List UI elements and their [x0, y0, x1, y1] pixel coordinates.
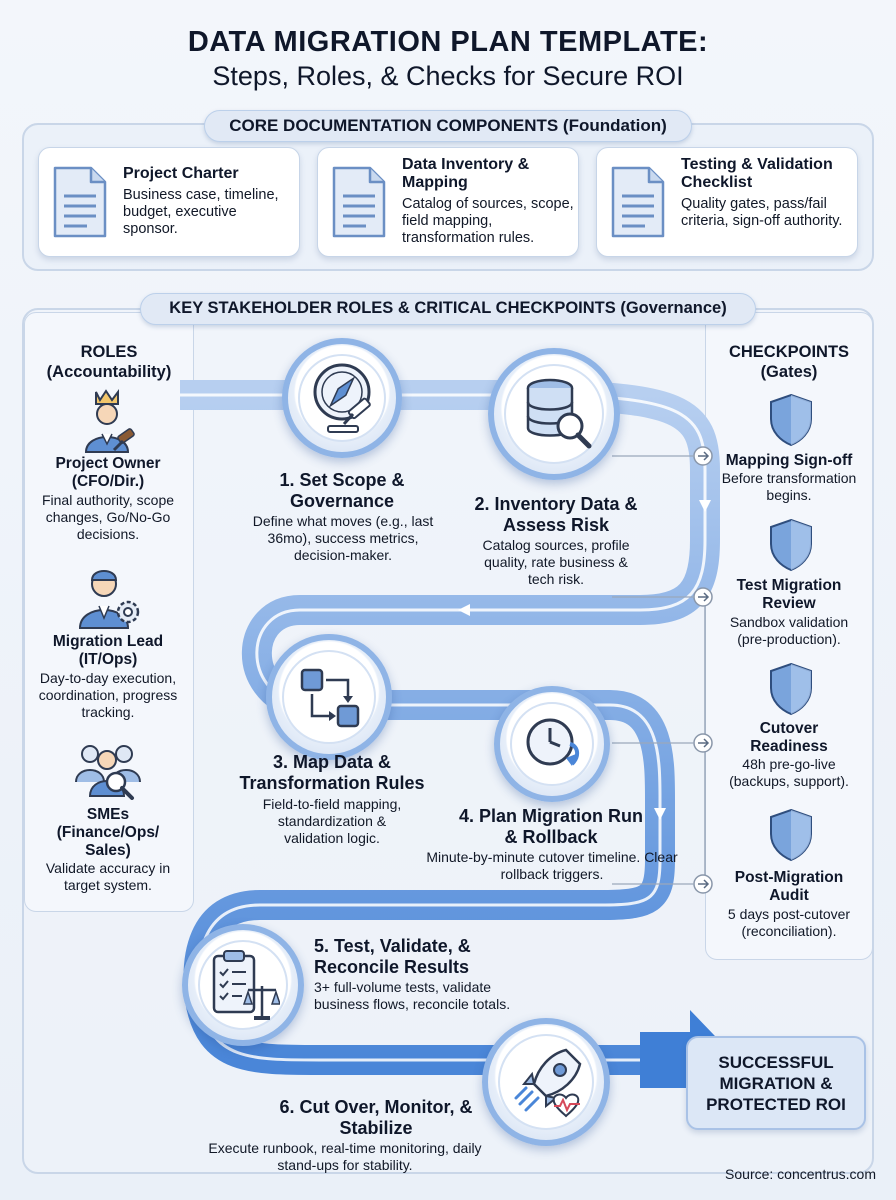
shield-icon — [770, 808, 812, 862]
foundation-header: CORE DOCUMENTATION COMPONENTS (Foundatio… — [204, 110, 692, 142]
source-credit: Source: concentrus.com — [725, 1166, 876, 1182]
card-title: Project Charter — [123, 165, 239, 182]
checkpoint-desc: Before transformation begins. — [721, 470, 857, 503]
shield-icon — [770, 518, 812, 572]
document-icon — [332, 166, 386, 238]
checkpoint-desc: 48h pre-go-live (backups, support). — [729, 756, 849, 789]
document-icon — [611, 166, 665, 238]
shield-icon — [770, 393, 812, 447]
mapping-icon — [300, 668, 360, 728]
checkpoint-desc: 5 days post-cutover (reconciliation). — [727, 906, 851, 939]
database-search-icon — [526, 378, 592, 449]
foundation-card-charter: Project Charter Business case, timeline,… — [38, 147, 300, 257]
step-4-circle — [494, 686, 610, 802]
card-title: Data Inventory & Mapping — [402, 156, 530, 191]
checkpoint-title: Post-Migration Audit — [734, 869, 844, 904]
role-title-smes: SMEs (Finance/Ops/ Sales) — [56, 806, 160, 859]
role-desc-project-owner: Final authority, scope changes, Go/No-Go… — [41, 492, 175, 542]
role-desc-smes: Validate accuracy in target system. — [45, 860, 171, 893]
checkpoint-desc: Sandbox validation (pre-production). — [729, 614, 849, 647]
step-3-desc: Field-to-field mapping, standardization … — [262, 796, 402, 846]
card-title: Testing & Validation Checklist — [681, 156, 833, 191]
step-2-desc: Catalog sources, profile quality, rate b… — [482, 537, 630, 587]
page-title: DATA MIGRATION PLAN TEMPLATE: — [187, 26, 709, 58]
step-2-title: 2. Inventory Data & Assess Risk — [474, 494, 638, 535]
step-5-circle — [182, 924, 304, 1046]
outcome-text: SUCCESSFUL MIGRATION & PROTECTED ROI — [706, 1053, 846, 1114]
foundation-card-inventory: Data Inventory & Mapping Catalog of sour… — [317, 147, 579, 257]
step-6-circle — [482, 1018, 610, 1146]
step-2-circle — [488, 348, 620, 480]
role-title-project-owner: Project Owner (CFO/Dir.) — [55, 455, 161, 490]
step-1-circle — [282, 338, 402, 458]
step-4-title: 4. Plan Migration Run & Rollback — [458, 806, 643, 847]
step-3-circle — [266, 634, 392, 760]
step-6-title: 6. Cut Over, Monitor, & Stabilize — [279, 1097, 473, 1138]
clipboard-scale-icon — [212, 950, 280, 1020]
step-4-desc: Minute-by-minute cutover timeline. Clear… — [426, 849, 678, 882]
outcome-box — [686, 1036, 866, 1130]
checkpoint-title: Test Migration Review — [736, 577, 842, 612]
role-desc-migration-lead: Day-to-day execution, coordination, prog… — [38, 670, 178, 720]
card-desc: Quality gates, pass/fail criteria, sign-… — [681, 196, 843, 229]
step-3-title: 3. Map Data & Transformation Rules — [239, 752, 425, 793]
roles-header: ROLES (Accountability) — [46, 343, 172, 381]
foundation-card-testing: Testing & Validation Checklist Quality g… — [596, 147, 858, 257]
checkpoint-title: Cutover Readiness — [750, 720, 828, 755]
checkpoints-header: CHECKPOINTS (Gates) — [728, 343, 850, 381]
team-search-icon — [75, 745, 141, 800]
shield-icon — [770, 662, 812, 716]
engineer-gear-icon — [78, 570, 140, 629]
step-1-title: 1. Set Scope & Governance — [279, 470, 405, 511]
step-6-desc: Execute runbook, real-time monitoring, d… — [208, 1140, 482, 1173]
step-1-desc: Define what moves (e.g., last 36mo), suc… — [252, 513, 434, 563]
checkpoint-title: Mapping Sign-off — [725, 452, 853, 469]
role-title-migration-lead: Migration Lead (IT/Ops) — [52, 633, 164, 668]
governance-header: KEY STAKEHOLDER ROLES & CRITICAL CHECKPO… — [140, 293, 756, 325]
card-desc: Business case, timeline, budget, executi… — [123, 187, 279, 237]
step-5-desc: 3+ full-volume tests, validate business … — [314, 979, 511, 1012]
checkpoint-connector-icon — [693, 446, 713, 894]
document-icon — [53, 166, 107, 238]
clock-rollback-icon — [526, 718, 579, 766]
page-subtitle: Steps, Roles, & Checks for Secure ROI — [212, 61, 684, 91]
step-5-title: 5. Test, Validate, & Reconcile Results — [314, 936, 471, 977]
compass-gavel-icon — [313, 363, 371, 433]
executive-gavel-icon — [84, 389, 135, 453]
card-desc: Catalog of sources, scope, field mapping… — [402, 196, 574, 246]
rocket-heart-icon — [514, 1048, 582, 1118]
